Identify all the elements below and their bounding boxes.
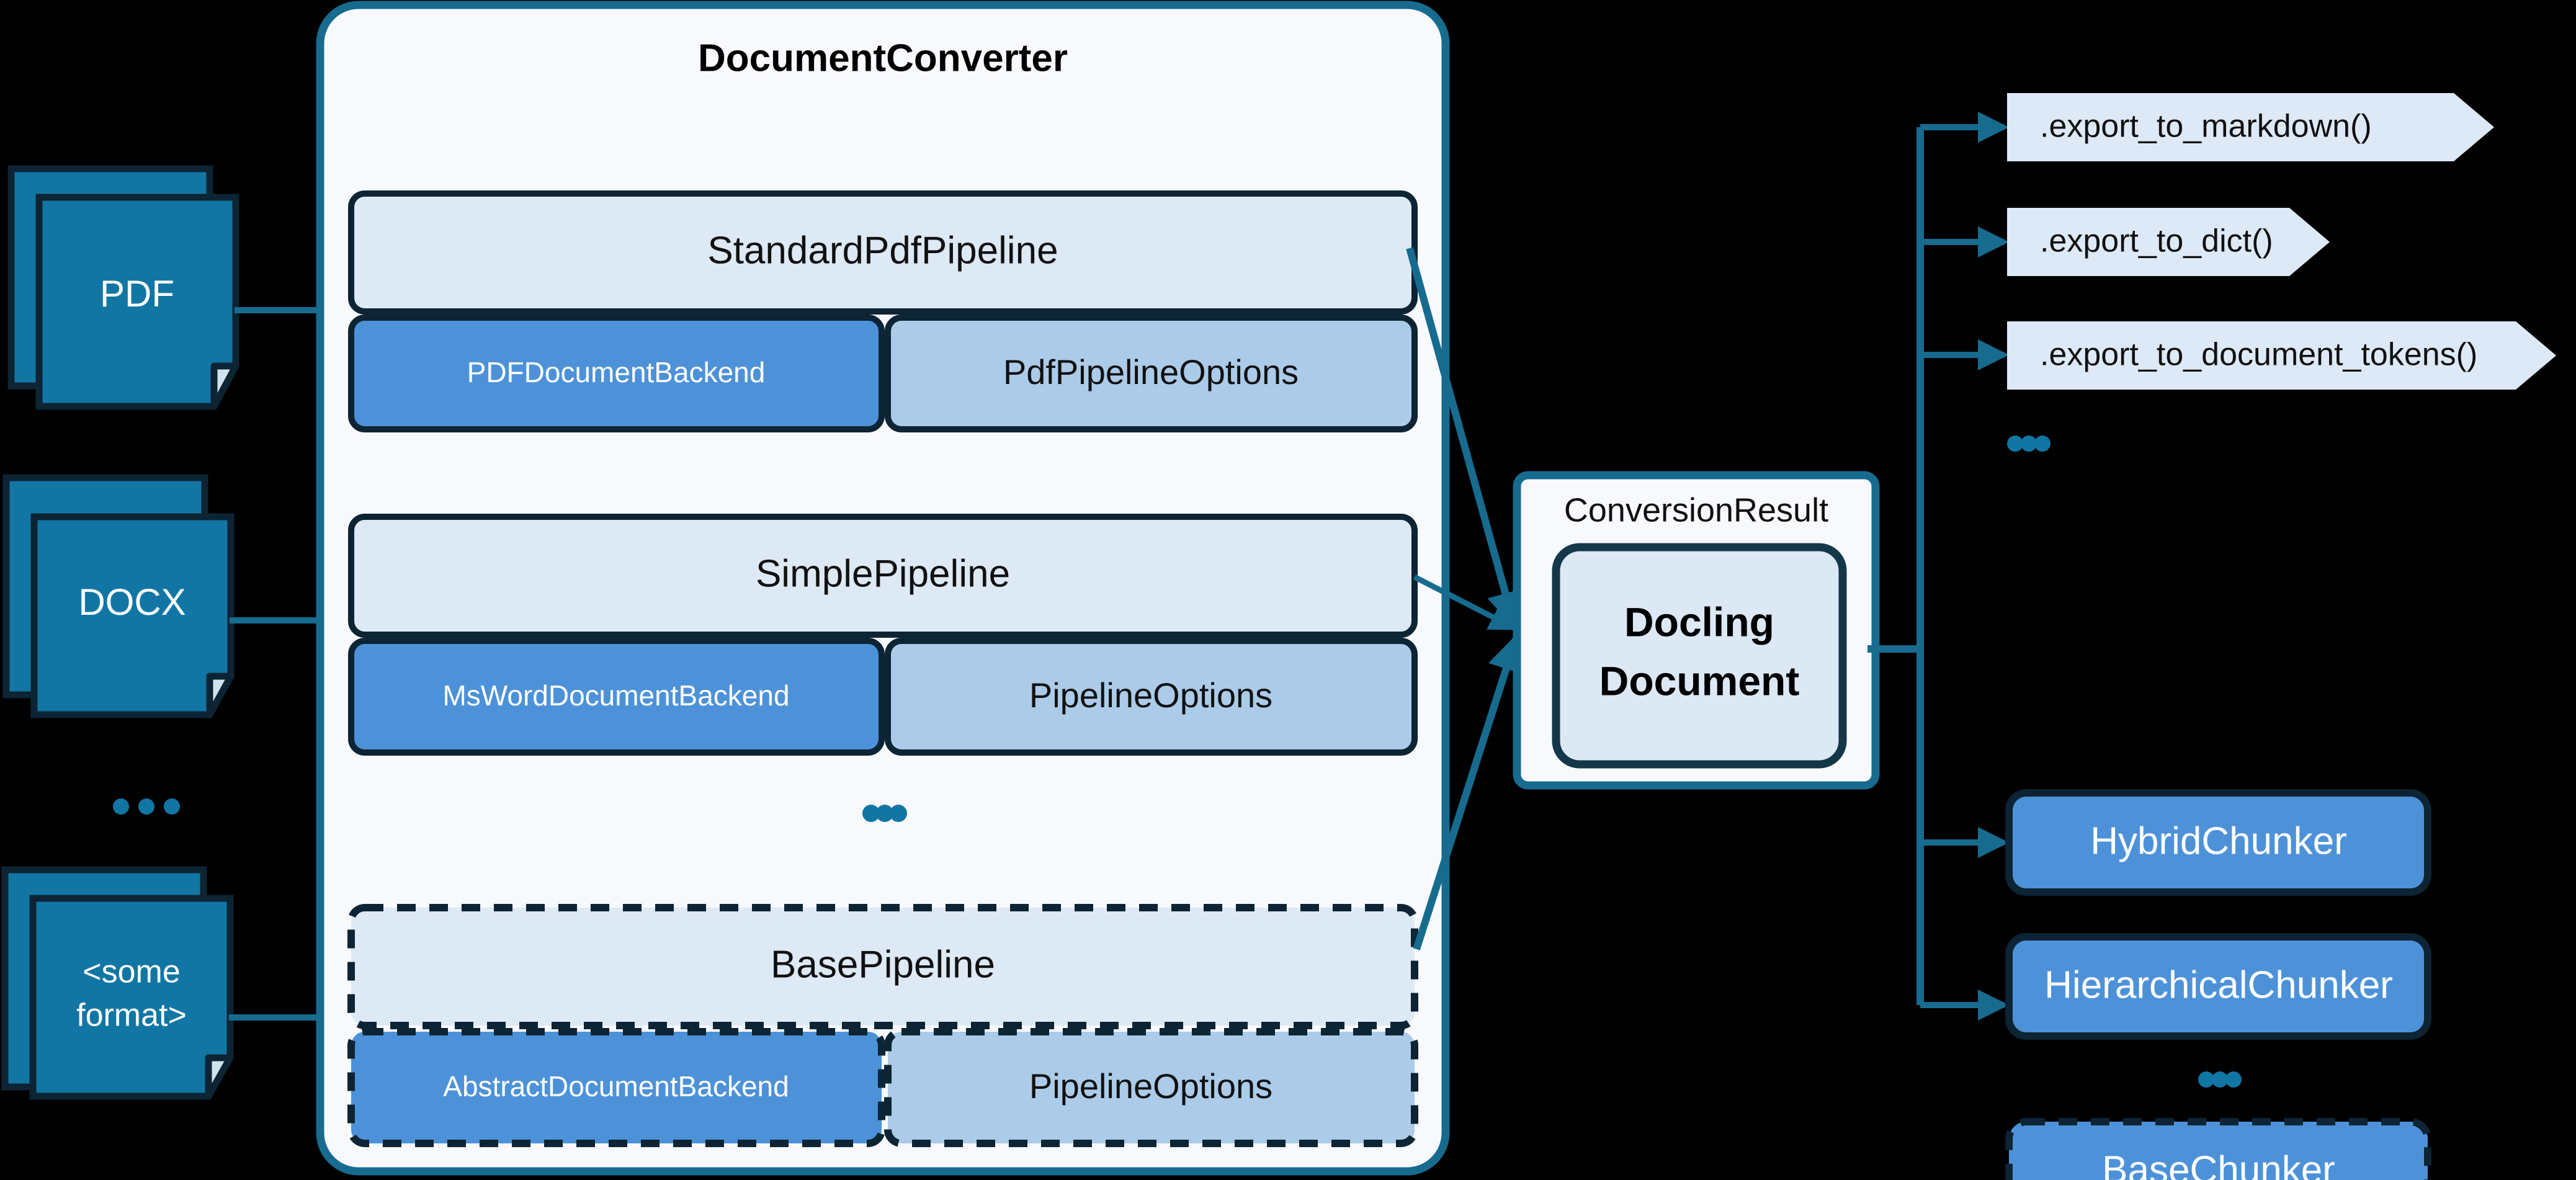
export-ellipsis <box>2007 436 2051 452</box>
arrow-simple-to-result <box>1413 574 1518 631</box>
input-doc-pdf[interactable]: PDF <box>7 165 239 410</box>
input-doc-someformat-label-line2: format> <box>76 998 187 1034</box>
options-label-pipelineoptions-base: PipelineOptions <box>1029 1066 1272 1106</box>
ellipsis-dot <box>890 805 907 822</box>
someformat-fold-corner <box>205 1054 234 1100</box>
ellipsis-dot <box>2225 1071 2242 1088</box>
ellipsis-dot <box>113 798 129 815</box>
chunker-ellipsis <box>2198 1071 2242 1088</box>
input-doc-some-format[interactable]: <some format> <box>1 866 234 1100</box>
backend-label-pdfdocumentbackend: PDFDocumentBackend <box>467 356 766 388</box>
pipeline-label-simplepipeline: SimplePipeline <box>756 552 1010 595</box>
backend-box-abstractdocumentbackend[interactable] <box>347 1028 885 1147</box>
docling-document-label-line2: Document <box>1599 658 1800 704</box>
pipeline-box-basepipeline[interactable] <box>347 904 1418 1029</box>
input-doc-someformat-label-line1: <some <box>83 954 181 990</box>
arrow-base-to-result <box>1413 633 1524 950</box>
pdf-fold-corner <box>210 362 239 410</box>
input-doc-docx-label: DOCX <box>78 581 186 623</box>
pipeline-label-basepipeline: BasePipeline <box>771 943 995 986</box>
input-doc-docx[interactable]: DOCX <box>2 474 235 718</box>
export-chevron-shape <box>2007 321 2556 390</box>
arrow-standardpdf-to-result <box>1406 247 1524 630</box>
pipeline-group-standardpdfpipeline[interactable]: StandardPdfPipeline PDFDocumentBackend P… <box>348 190 1418 432</box>
ellipsis-dot <box>164 798 180 815</box>
chunker-item-hierarchical[interactable]: HierarchicalChunker <box>2005 933 2431 1040</box>
options-label-pipelineoptions: PipelineOptions <box>1029 676 1272 715</box>
ellipsis-dot <box>2212 1071 2228 1088</box>
export-label-document-tokens: .export_to_document_tokens() <box>2040 337 2477 373</box>
pipeline-box-simplepipeline[interactable] <box>348 514 1418 638</box>
ellipsis-dot <box>2007 436 2023 452</box>
docling-document-box[interactable] <box>1552 543 1847 769</box>
backend-box-pdfdocumentbackend[interactable] <box>348 315 885 432</box>
export-chevron-shape <box>2007 93 2494 161</box>
pipeline-label-standardpdfpipeline: StandardPdfPipeline <box>707 229 1058 272</box>
chunker-box-hierarchical[interactable] <box>2005 933 2431 1040</box>
chunker-label-hybrid: HybridChunker <box>2090 820 2347 862</box>
ellipsis-dot <box>876 805 893 822</box>
input-ellipsis <box>113 798 180 815</box>
backend-label-abstractdocumentbackend: AbstractDocumentBackend <box>443 1070 789 1102</box>
options-box-pdfpipelineoptions[interactable] <box>885 315 1418 432</box>
export-item-markdown[interactable]: .export_to_markdown() <box>2007 93 2494 161</box>
export-item-document-tokens[interactable]: .export_to_document_tokens() <box>2007 321 2556 390</box>
options-label-pdfpipelineoptions: PdfPipelineOptions <box>1003 352 1299 391</box>
docx-fold-corner <box>206 673 235 718</box>
conversion-result-card[interactable]: ConversionResult Docling Document <box>1513 471 1880 790</box>
export-label-dict: .export_to_dict() <box>2040 223 2273 259</box>
chunker-box-base[interactable] <box>2005 1118 2431 1180</box>
ellipsis-dot <box>2198 1071 2214 1088</box>
input-doc-pdf-label: PDF <box>100 273 174 315</box>
ellipsis-dot <box>138 798 154 815</box>
chunker-item-base[interactable]: BaseChunker <box>2005 1118 2431 1180</box>
converter-ellipsis <box>862 805 907 822</box>
docling-document-label-line1: Docling <box>1624 599 1774 645</box>
chunker-box-hybrid[interactable] <box>2005 789 2431 896</box>
chunker-label-base: BaseChunker <box>2102 1148 2335 1180</box>
export-item-dict[interactable]: .export_to_dict() <box>2007 208 2330 276</box>
chunker-label-hierarchical: HierarchicalChunker <box>2044 963 2393 1006</box>
options-box-pipelineoptions[interactable] <box>885 638 1418 756</box>
pipeline-group-simplepipeline[interactable]: SimplePipeline MsWordDocumentBackend Pip… <box>348 514 1418 756</box>
chunker-item-hybrid[interactable]: HybridChunker <box>2005 789 2431 896</box>
backend-label-msworddocumentbackend: MsWordDocumentBackend <box>442 679 789 712</box>
conversion-result-title: ConversionResult <box>1564 491 1828 529</box>
pipeline-group-basepipeline[interactable]: BasePipeline AbstractDocumentBackend Pip… <box>347 904 1418 1147</box>
ellipsis-dot <box>2021 436 2037 452</box>
options-box-pipelineoptions-base[interactable] <box>884 1028 1418 1147</box>
document-converter-title: DocumentConverter <box>698 37 1068 79</box>
ellipsis-dot <box>862 805 880 822</box>
export-label-markdown: .export_to_markdown() <box>2040 109 2372 145</box>
ellipsis-dot <box>2034 436 2051 452</box>
backend-box-msworddocumentbackend[interactable] <box>348 638 885 756</box>
export-chevron-shape <box>2007 208 2330 276</box>
